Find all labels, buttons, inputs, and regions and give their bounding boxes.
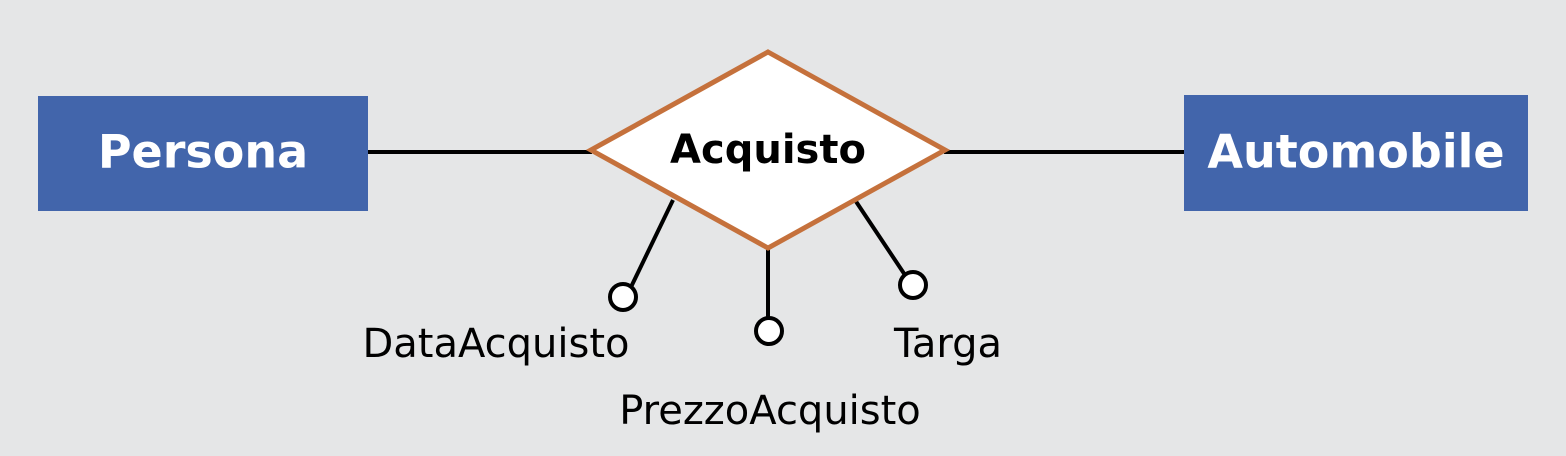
entity-label-automobile: Automobile [1207, 125, 1504, 179]
connector-attribute-targa [853, 198, 907, 277]
attribute-label-prezzo-acquisto: PrezzoAcquisto [619, 388, 921, 434]
relationship-diamond-acquisto[interactable] [585, 49, 951, 251]
attribute-circle-prezzo-acquisto[interactable] [754, 316, 784, 346]
attribute-circle-targa[interactable] [898, 270, 928, 300]
attribute-label-targa: Targa [893, 321, 1002, 367]
relationship-label-acquisto: Acquisto [670, 127, 866, 173]
entity-label-persona: Persona [98, 125, 308, 179]
attribute-circle-data-acquisto[interactable] [608, 282, 638, 312]
entity-box-persona[interactable] [38, 96, 368, 211]
attribute-label-data-acquisto: DataAcquisto [362, 321, 629, 367]
connector-attribute-data-acquisto [629, 199, 675, 288]
entity-box-automobile[interactable] [1184, 95, 1528, 211]
